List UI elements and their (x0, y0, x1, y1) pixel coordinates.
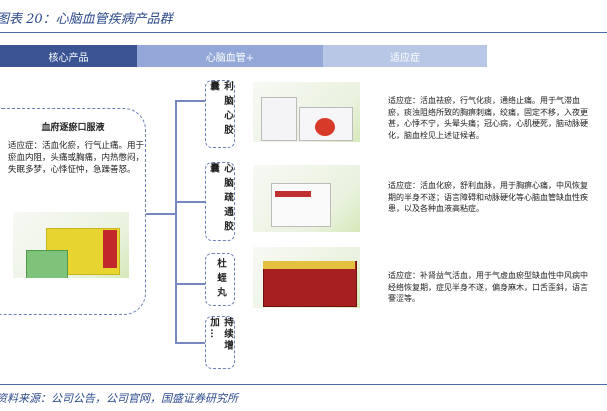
connector-branch (175, 342, 205, 344)
indication-text: 适应症：活血化瘀，舒利血脉，用于胸痹心痛，中风恢复期的半身不遂；语言障碍和动脉硬… (388, 181, 588, 213)
header-core-product: 核心产品 (0, 45, 137, 67)
source-note: 资料来源：公司公告，公司官网，国盛证券研究所 (0, 392, 238, 405)
connector-branch (175, 100, 205, 102)
connector-branch (175, 201, 205, 203)
title-divider (0, 32, 607, 33)
footer-divider (0, 384, 607, 385)
core-product-indication: 适应症：活血化瘀，行气止痛。用于瘀血内阻，头痛或胸痛，内热憋闷，失眠多梦，心悸怔… (8, 141, 145, 175)
indication-text: 适应症：活血祛瘀，行气化痰，通络止痛。用于气滞血瘀，痰浊阻络所致的胸痹刺痛，绞痛… (388, 96, 588, 140)
connector (146, 213, 175, 215)
product-image (253, 82, 360, 142)
indication-text: 适应症：补肾益气活血，用于气虚血瘀型缺血性中风病中经络恢复期，症见半身不遂，偏身… (388, 271, 588, 303)
connector-branch (175, 283, 205, 285)
product-label: 持续增加… (205, 316, 235, 369)
figure-title: 图表 20：心脑血管疾病产品群 (0, 12, 173, 27)
core-product-card (0, 108, 146, 315)
product-label: 心脑疏通胶囊 (205, 162, 235, 241)
connector-trunk (175, 100, 177, 343)
header-cardio: 心脑血管+ (137, 45, 323, 67)
product-image (253, 165, 360, 232)
product-label: 利脑心胶囊 (205, 80, 235, 148)
product-label: 杜蛭丸 (205, 253, 235, 306)
header-indication: 适应症 (323, 45, 487, 67)
core-product-name: 血府逐瘀口服液 (41, 123, 105, 133)
core-product-image (13, 212, 129, 278)
product-image (253, 247, 360, 308)
